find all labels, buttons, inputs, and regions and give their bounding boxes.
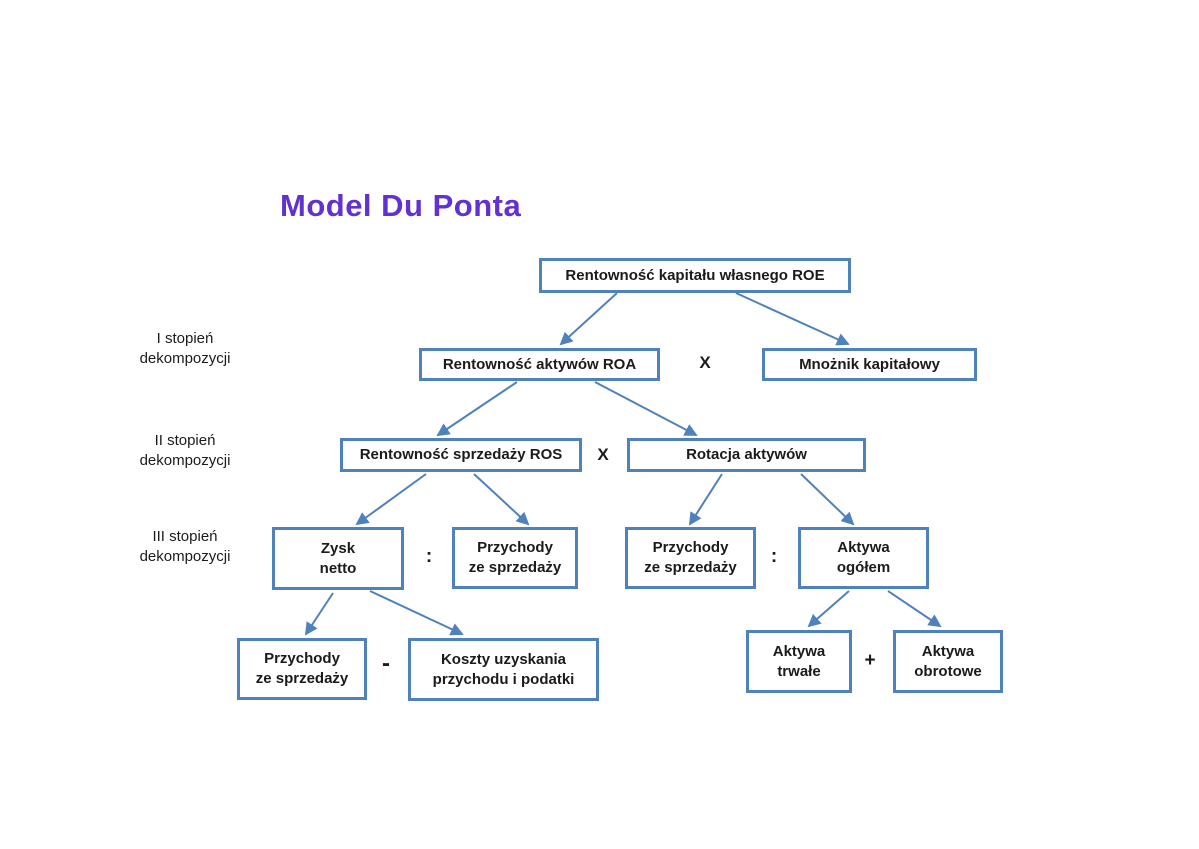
node-net-profit: Zysk netto xyxy=(272,527,404,590)
operator-divide-level3-left: : xyxy=(425,546,433,567)
arrow-rotation-to-sales-revenue xyxy=(688,473,723,526)
arrow-total-assets-to-current xyxy=(887,590,942,628)
arrow-net-profit-to-sales-revenue xyxy=(304,592,334,636)
arrow-roa-to-ros xyxy=(436,381,518,437)
node-sales-revenue-l3: Przychody ze sprzedaży xyxy=(452,527,578,589)
arrow-net-profit-to-costs xyxy=(369,590,464,636)
node-costs-and-taxes: Koszty uzyskania przychodu i podatki xyxy=(408,638,599,701)
decomposition-level-1-label: I stopień dekompozycji xyxy=(139,330,231,367)
arrow-roe-to-multiplier xyxy=(735,292,850,346)
operator-multiply-level2: X xyxy=(597,445,609,464)
arrow-roa-to-rotation xyxy=(594,381,698,436)
decomposition-level-3-label: III stopień dekompozycji xyxy=(139,528,231,565)
node-total-assets: Aktywa ogółem xyxy=(798,527,929,589)
node-sales-revenue-r3: Przychody ze sprzedaży xyxy=(625,527,756,589)
page-title: Model Du Ponta xyxy=(280,188,522,223)
operator-multiply-level1: X xyxy=(699,353,711,372)
decomposition-level-2-label: II stopień dekompozycji xyxy=(139,432,231,469)
arrow-rotation-to-total-assets xyxy=(800,473,855,526)
operator-divide-level3-right: : xyxy=(770,546,778,567)
arrow-roe-to-roa xyxy=(559,292,618,346)
node-sales-revenue-l4: Przychody ze sprzedaży xyxy=(237,638,367,700)
node-fixed-assets: Aktywa trwałe xyxy=(746,630,852,693)
node-asset-rotation: Rotacja aktywów xyxy=(627,438,866,472)
arrow-ros-to-net-profit xyxy=(355,473,427,526)
node-capital-multiplier: Mnożnik kapitałowy xyxy=(762,348,977,381)
node-ros: Rentowność sprzedaży ROS xyxy=(340,438,582,472)
arrow-total-assets-to-fixed xyxy=(807,590,850,628)
node-roe: Rentowność kapitału własnego ROE xyxy=(539,258,851,293)
operator-plus-level4: + xyxy=(864,650,876,671)
node-roa: Rentowność aktywów ROA xyxy=(419,348,660,381)
operator-minus-level4: - xyxy=(382,650,390,677)
arrow-ros-to-sales-revenue xyxy=(473,473,530,526)
node-current-assets: Aktywa obrotowe xyxy=(893,630,1003,693)
